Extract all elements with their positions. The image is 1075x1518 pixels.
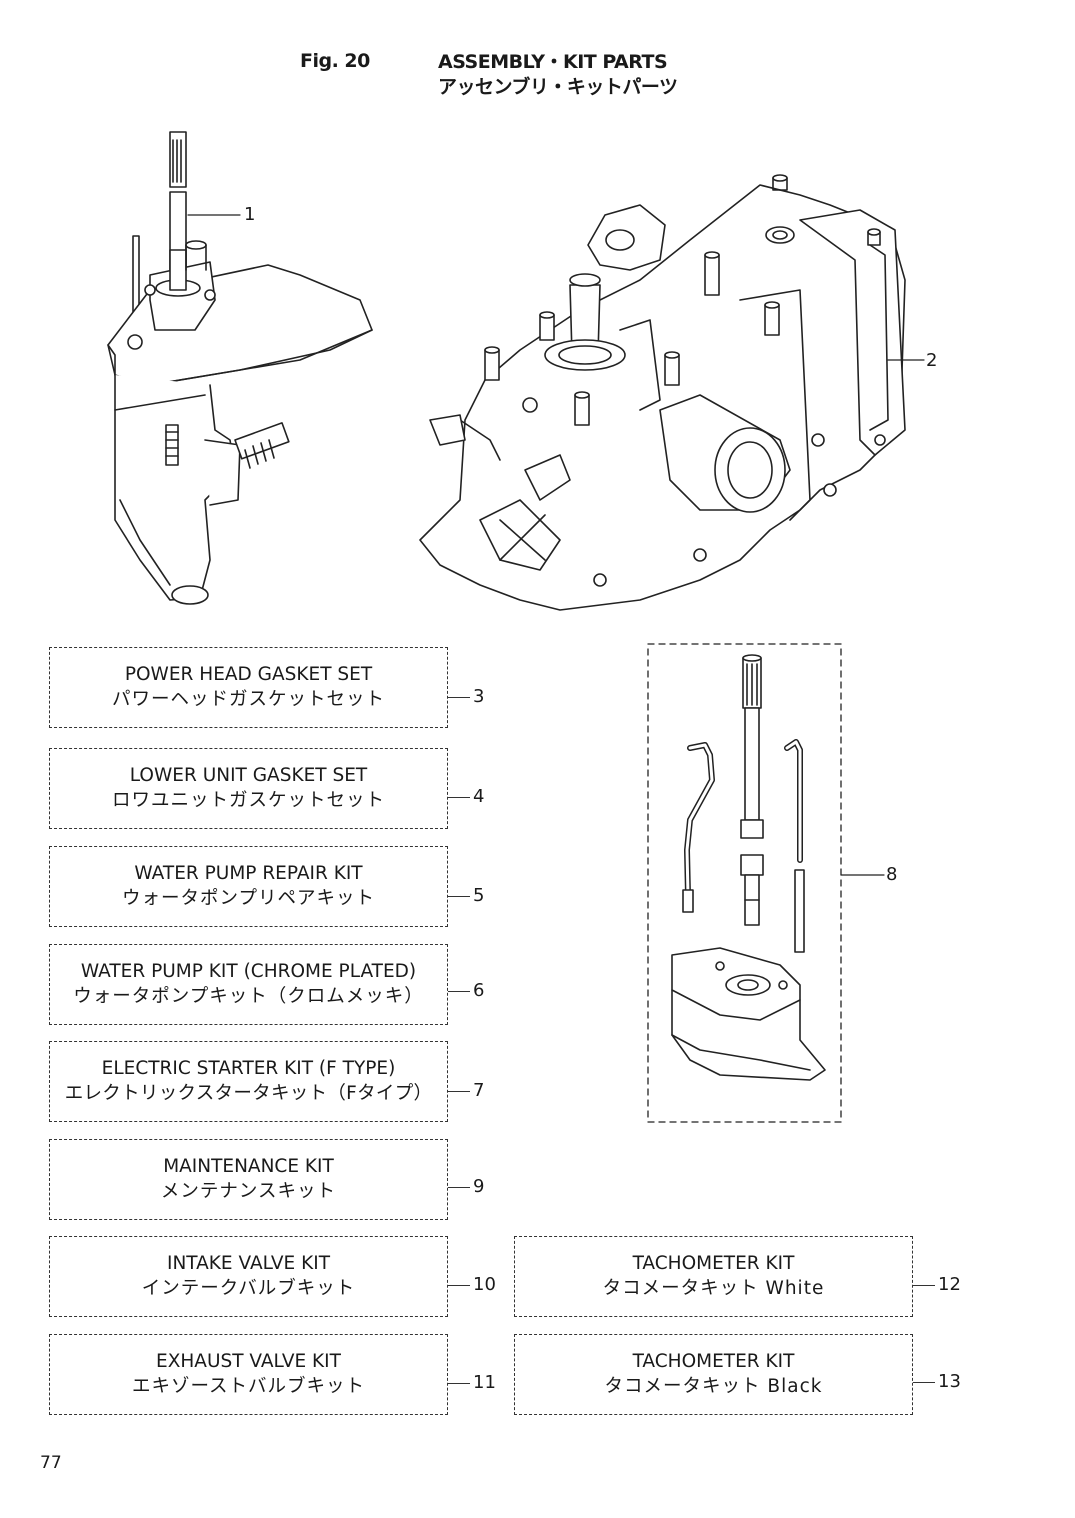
kit-electric-starter: ELECTRIC STARTER KIT (F TYPE) エレクトリックスター… bbox=[49, 1041, 448, 1122]
callout-line bbox=[448, 1285, 470, 1286]
page-number: 77 bbox=[40, 1453, 62, 1473]
kit-name-ja: ウォータポンプキット（クロムメッキ） bbox=[73, 986, 424, 1007]
callout-5: 5 bbox=[473, 885, 485, 906]
water-pump-kit-drawing bbox=[671, 654, 826, 1081]
callout-line bbox=[448, 991, 470, 992]
powerhead-drawing bbox=[419, 174, 906, 611]
page-title-en: ASSEMBLY・KIT PARTS bbox=[438, 51, 668, 73]
callout-line bbox=[448, 896, 470, 897]
callout-4: 4 bbox=[473, 786, 485, 807]
callout-9: 9 bbox=[473, 1176, 485, 1197]
kit-name-ja: パワーヘッドガスケットセット bbox=[111, 689, 385, 710]
callout-line bbox=[448, 1383, 470, 1384]
callout-12: 12 bbox=[938, 1274, 961, 1295]
kit-name-ja: エキゾーストバルブキット bbox=[131, 1376, 366, 1397]
callout-7: 7 bbox=[473, 1080, 485, 1101]
kit-maintenance: MAINTENANCE KIT メンテナンスキット bbox=[49, 1139, 448, 1220]
kit-name-en: ELECTRIC STARTER KIT (F TYPE) bbox=[101, 1058, 396, 1079]
callout-6: 6 bbox=[473, 980, 485, 1001]
callout-line bbox=[913, 1382, 935, 1383]
callout-10: 10 bbox=[473, 1274, 496, 1295]
callout-2: 2 bbox=[926, 350, 938, 371]
kit-name-en: MAINTENANCE KIT bbox=[163, 1156, 334, 1177]
lower-unit-drawing bbox=[107, 131, 373, 605]
page-title: ASSEMBLY・KIT PARTS アッセンブリ・キットパーツ bbox=[438, 50, 678, 100]
kit-tachometer-black: TACHOMETER KIT タコメータキット Black bbox=[514, 1334, 913, 1415]
kit-name-en: TACHOMETER KIT bbox=[632, 1253, 795, 1274]
callout-line bbox=[448, 1187, 470, 1188]
kit-intake-valve: INTAKE VALVE KIT インテークバルブキット bbox=[49, 1236, 448, 1317]
kit-lower-unit-gasket-set: LOWER UNIT GASKET SET ロワユニットガスケットセット bbox=[49, 748, 448, 829]
kit-water-pump-repair: WATER PUMP REPAIR KIT ウォータポンプリペアキット bbox=[49, 846, 448, 927]
kit-name-ja: メンテナンスキット bbox=[160, 1181, 337, 1202]
kit-name-en: POWER HEAD GASKET SET bbox=[124, 664, 373, 685]
callout-line bbox=[448, 797, 470, 798]
kit-exhaust-valve: EXHAUST VALVE KIT エキゾーストバルブキット bbox=[49, 1334, 448, 1415]
kit-name-en: EXHAUST VALVE KIT bbox=[156, 1351, 341, 1372]
kit-name-en: LOWER UNIT GASKET SET bbox=[129, 765, 368, 786]
kit-power-head-gasket-set: POWER HEAD GASKET SET パワーヘッドガスケットセット bbox=[49, 647, 448, 728]
callout-line bbox=[448, 697, 470, 698]
kit-8-frame bbox=[647, 643, 842, 1123]
callout-1: 1 bbox=[244, 204, 256, 225]
callout-3: 3 bbox=[473, 686, 485, 707]
kit-name-ja: ロワユニットガスケットセット bbox=[111, 790, 385, 811]
kit-tachometer-white: TACHOMETER KIT タコメータキット White bbox=[514, 1236, 913, 1317]
kit-name-en: WATER PUMP KIT (CHROME PLATED) bbox=[80, 961, 417, 982]
kit-water-pump-chrome: WATER PUMP KIT (CHROME PLATED) ウォータポンプキッ… bbox=[49, 944, 448, 1025]
callout-13: 13 bbox=[938, 1371, 961, 1392]
figure-label: Fig. 20 bbox=[300, 50, 370, 72]
kit-name-en: INTAKE VALVE KIT bbox=[166, 1253, 331, 1274]
kit-name-ja: インテークバルブキット bbox=[141, 1278, 356, 1299]
kit-name-ja: タコメータキット Black bbox=[604, 1376, 823, 1397]
callout-8: 8 bbox=[886, 864, 898, 885]
kit-name-ja: ウォータポンプリペアキット bbox=[122, 888, 375, 909]
page-title-ja: アッセンブリ・キットパーツ bbox=[438, 76, 678, 98]
callout-line bbox=[913, 1285, 935, 1286]
kit-name-ja: エレクトリックスタータキット（Fタイプ） bbox=[64, 1083, 433, 1104]
callout-line bbox=[448, 1091, 470, 1092]
kit-name-ja: タコメータキット White bbox=[602, 1278, 825, 1299]
callout-11: 11 bbox=[473, 1372, 496, 1393]
kit-name-en: TACHOMETER KIT bbox=[632, 1351, 795, 1372]
kit-name-en: WATER PUMP REPAIR KIT bbox=[134, 863, 363, 884]
